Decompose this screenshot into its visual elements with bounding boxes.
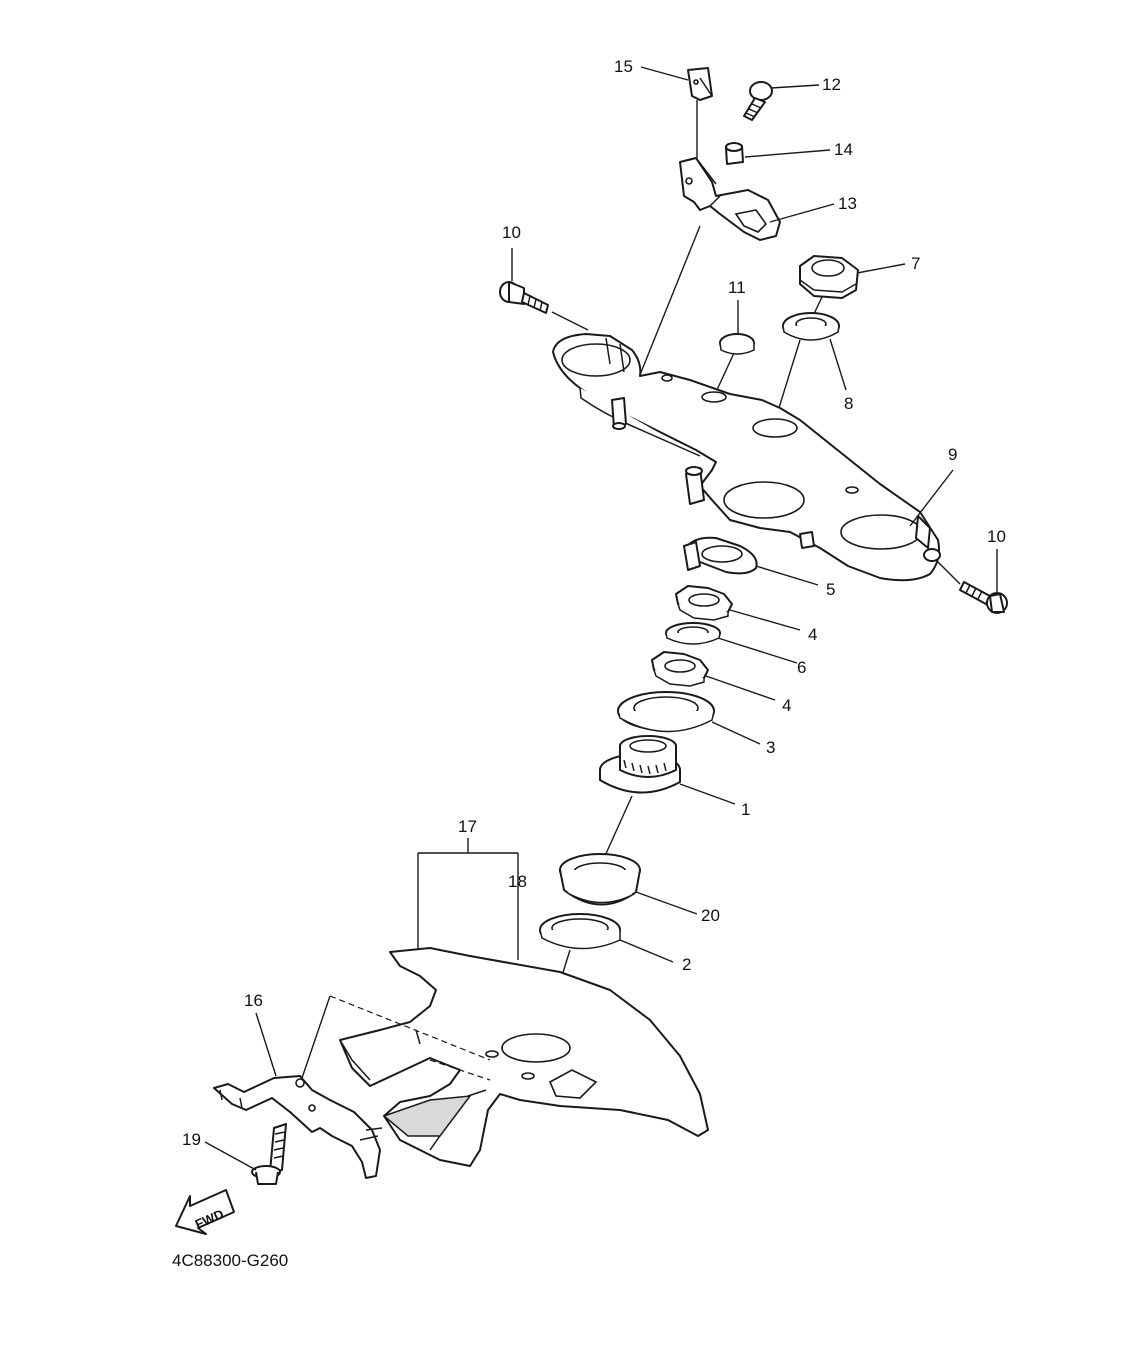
part-4-ring-nut-lower — [651, 651, 709, 687]
callout-9: 9 — [948, 445, 957, 464]
part-17-under-bracket — [339, 947, 709, 1167]
fwd-arrow-icon: FWD — [175, 1189, 235, 1235]
callout-4-upper: 4 — [808, 625, 817, 644]
callout-5: 5 — [826, 580, 835, 599]
part-3-bearing-cover — [617, 691, 715, 733]
part-11-cap — [719, 333, 755, 355]
part-5-lock-washer — [683, 536, 758, 575]
part-15-clip-nut — [687, 67, 713, 101]
callout-6: 6 — [797, 658, 806, 677]
callout-17: 17 — [458, 817, 477, 836]
part-9-upper-bracket — [552, 333, 941, 582]
part-20-bearing — [559, 853, 641, 906]
callout-16: 16 — [244, 991, 263, 1010]
callout-2: 2 — [682, 955, 691, 974]
callout-13: 13 — [838, 194, 857, 213]
callout-11: 11 — [728, 278, 746, 297]
callout-7: 7 — [911, 254, 920, 273]
callout-10-upper: 10 — [502, 223, 521, 242]
callout-12: 12 — [822, 75, 841, 94]
callout-4-lower: 4 — [782, 696, 791, 715]
part-7-nut — [799, 255, 859, 299]
callout-15: 15 — [614, 57, 633, 76]
part-10-bolt-upper — [499, 281, 549, 314]
part-4-ring-nut-upper — [675, 585, 733, 621]
part-12-screw — [743, 81, 773, 121]
callout-14: 14 — [834, 140, 853, 159]
part-13-bracket — [679, 157, 781, 241]
part-16-stay — [213, 1075, 383, 1179]
part-10-bolt-right — [959, 581, 1008, 614]
part-6-washer — [665, 622, 721, 645]
part-8-washer — [782, 312, 840, 341]
diagram-code: 4C88300-G260 — [172, 1251, 288, 1270]
callout-18: 18 — [508, 872, 527, 891]
callout-10-right: 10 — [987, 527, 1006, 546]
part-17-group-bracket — [417, 838, 519, 960]
callout-19: 19 — [182, 1130, 201, 1149]
callout-8: 8 — [844, 394, 853, 413]
callout-1: 1 — [741, 800, 750, 819]
part-14-collar — [725, 142, 744, 165]
part-2-bearing-race — [539, 913, 621, 950]
part-1-bearing — [599, 735, 681, 794]
part-19-flange-bolt — [251, 1123, 287, 1185]
callout-3: 3 — [766, 738, 775, 757]
callout-20: 20 — [701, 906, 720, 925]
